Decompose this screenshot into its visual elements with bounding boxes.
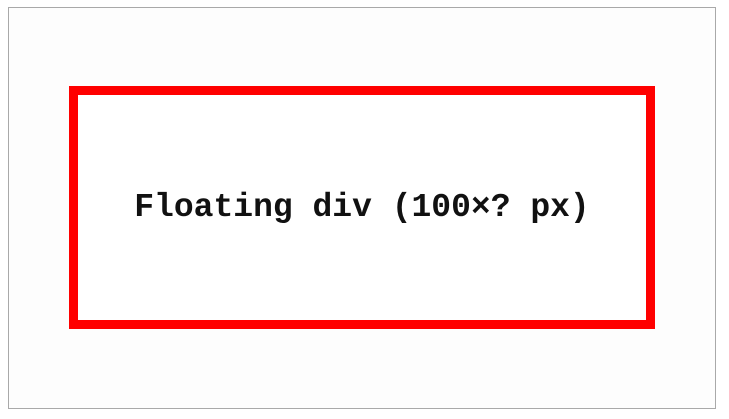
floating-div-label: Floating div (100×? px): [134, 189, 590, 226]
floating-div-box: Floating div (100×? px): [69, 86, 655, 329]
viewport-frame: Floating div (100×? px): [8, 7, 716, 409]
